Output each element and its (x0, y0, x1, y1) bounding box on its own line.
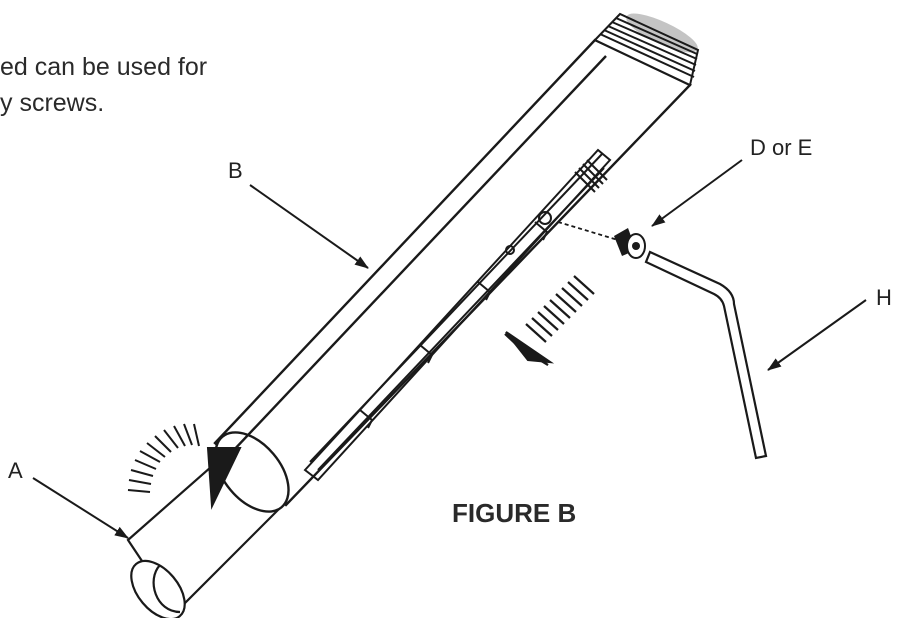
intro-text-line-2: y screws. (0, 89, 105, 117)
callout-h: H (876, 285, 892, 310)
leader-d-or-e (651, 159, 743, 227)
callout-b: B (228, 158, 243, 183)
leader-b (249, 184, 369, 269)
hex-key-h (644, 250, 768, 460)
adjustment-slot (303, 148, 612, 482)
leader-a (32, 477, 129, 539)
outer-tube-b (213, 38, 693, 513)
callout-a: A (8, 458, 23, 483)
leader-lines (32, 159, 867, 539)
leader-h (767, 299, 867, 371)
rotation-arrow (127, 423, 242, 510)
intro-text-line-1: ed can be used for (0, 53, 208, 81)
slide-direction-arrow (504, 275, 595, 366)
threaded-end (593, 12, 700, 87)
figure-caption: FIGURE B (452, 498, 577, 528)
screw-d-or-e (557, 221, 646, 259)
callout-d-or-e: D or E (750, 135, 813, 160)
